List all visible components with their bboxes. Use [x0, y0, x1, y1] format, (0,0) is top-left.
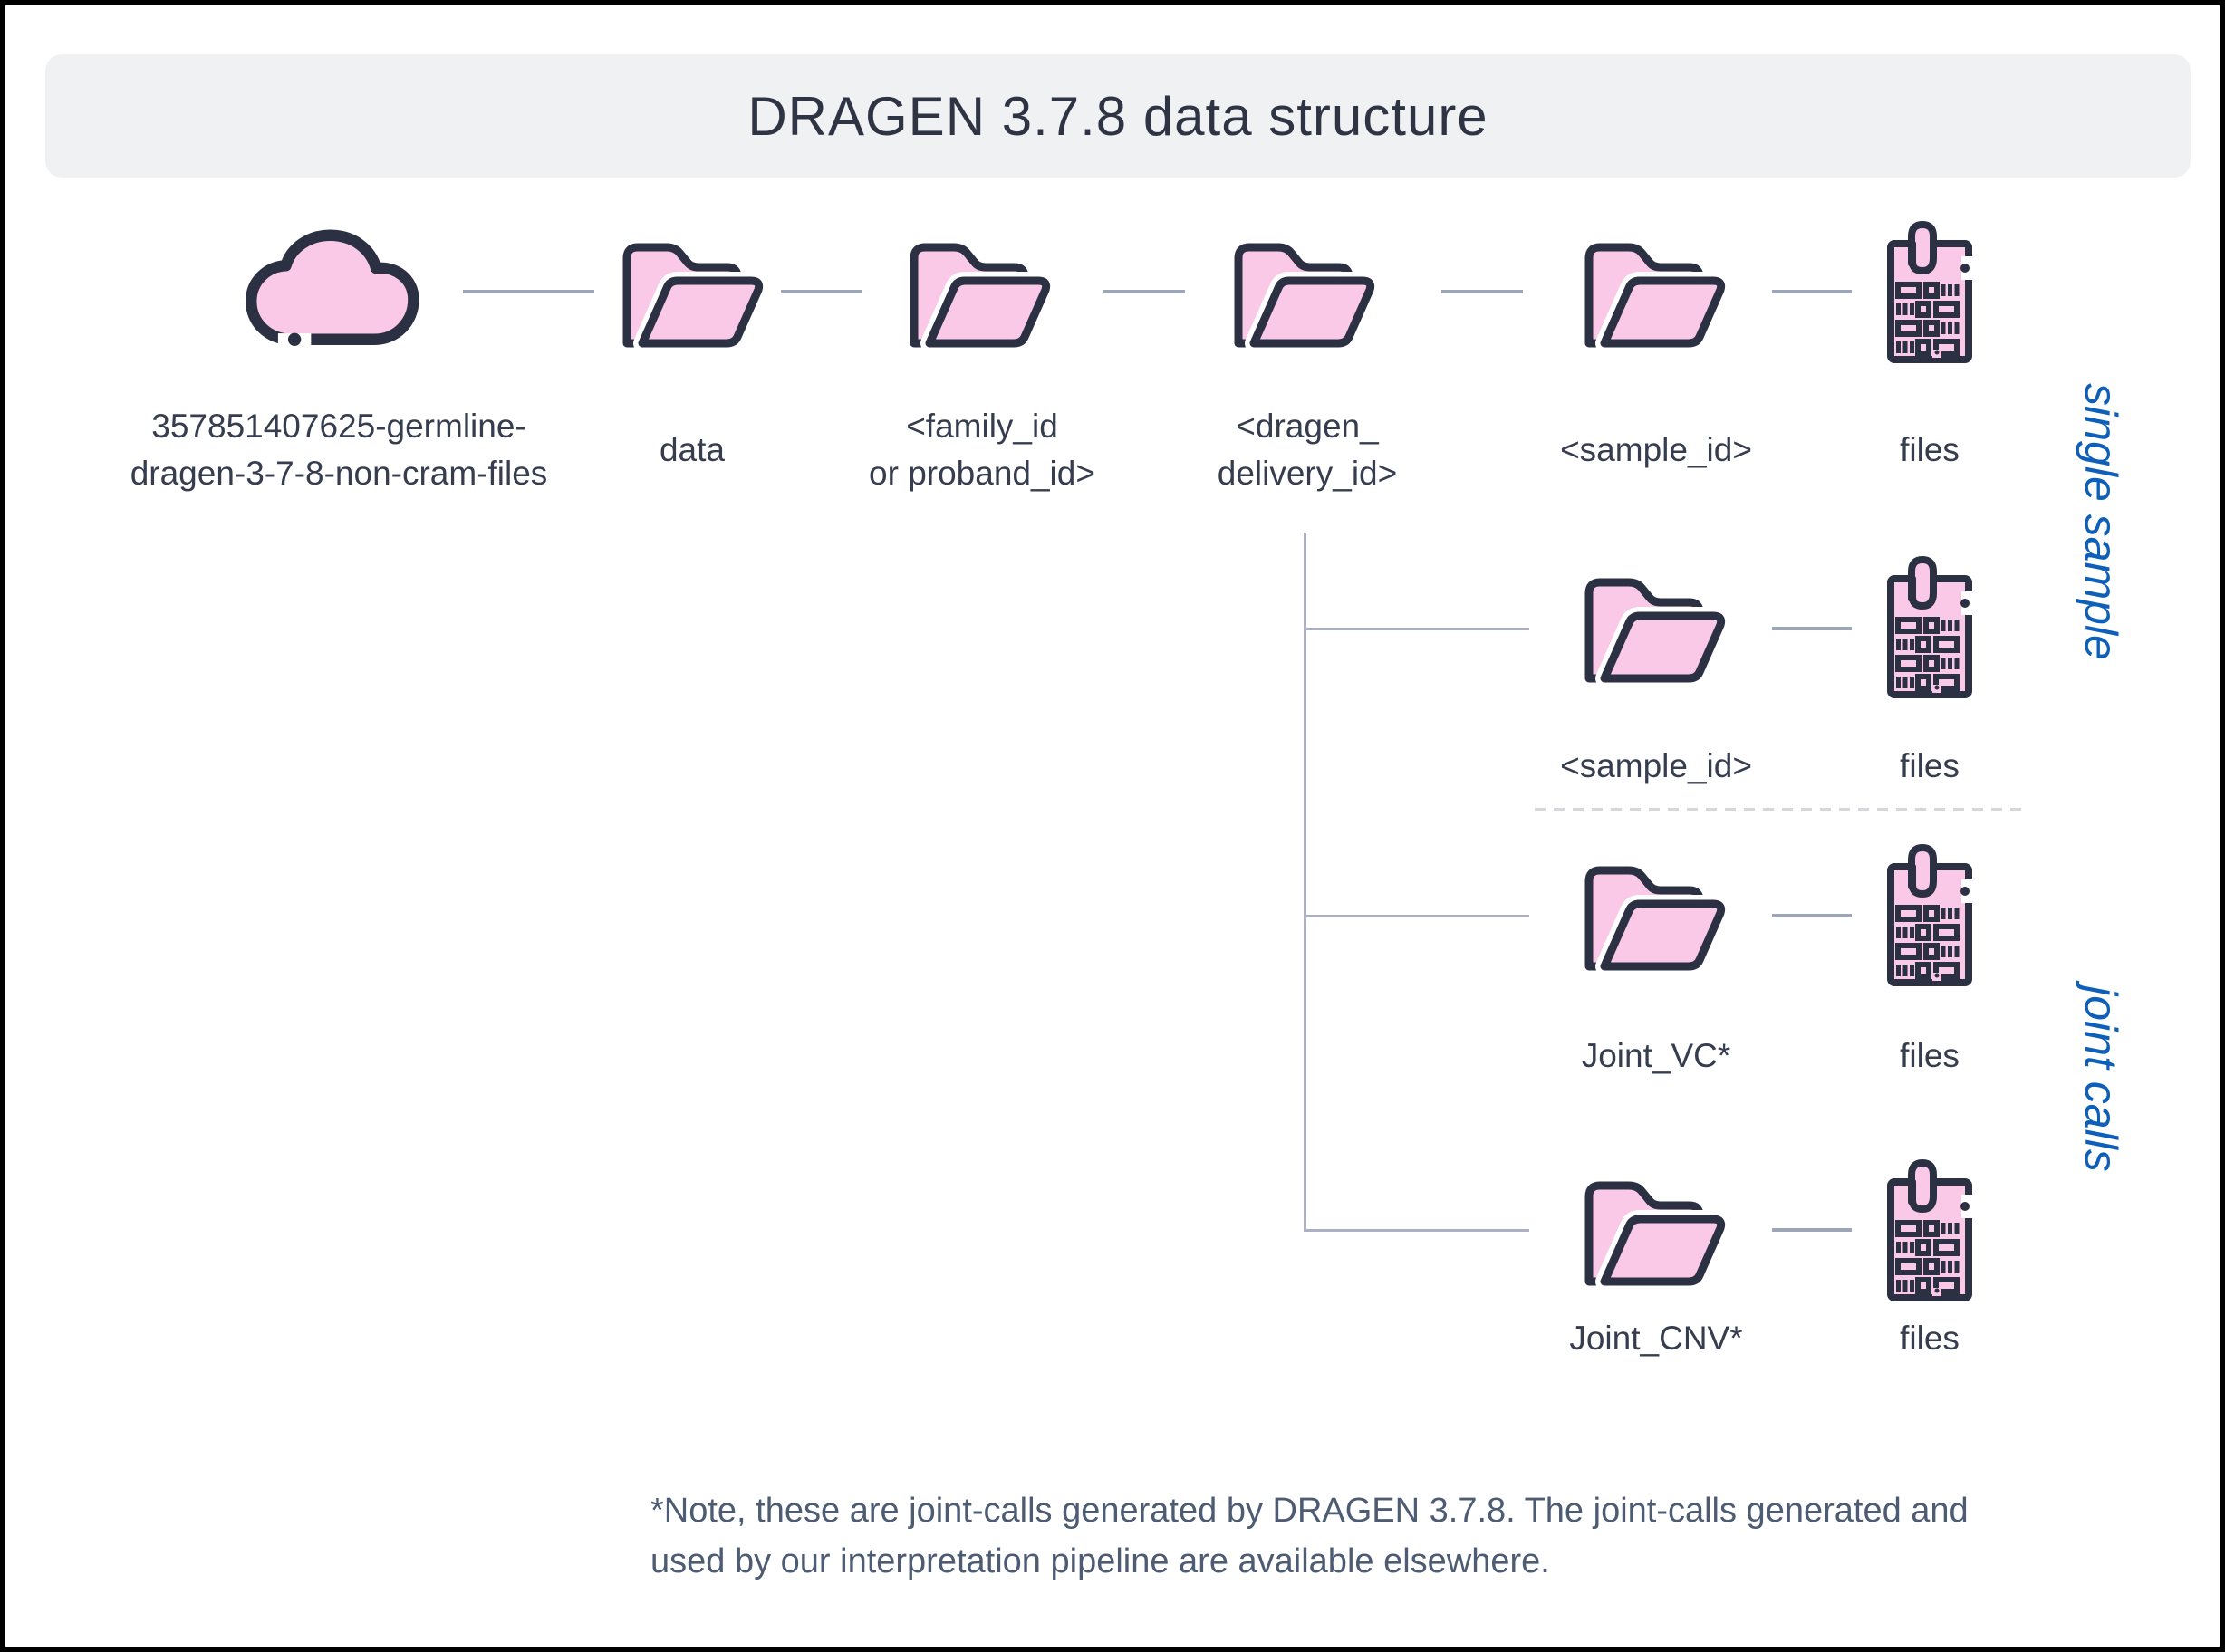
- family-folder-icon: [902, 234, 1056, 351]
- joint-calls-side-label: joint calls: [2076, 985, 2126, 1172]
- data-folder-icon: [615, 234, 769, 351]
- cloud-bucket-icon: [235, 223, 443, 363]
- footnote-line1: *Note, these are joint-calls generated b…: [650, 1492, 1969, 1530]
- joint-cnv-folder-label: Joint_CNV*: [1569, 1320, 1743, 1357]
- sample-folder-label: <sample_id>: [1560, 431, 1752, 468]
- connector-jointcnv-files: [1772, 1228, 1852, 1232]
- family-folder-label: <family_id or proband_id>: [869, 408, 1095, 492]
- connector-sample-files: [1772, 290, 1852, 293]
- connector-data-family: [781, 290, 862, 293]
- files-label: files: [1900, 431, 1960, 468]
- dragen-folder-label: <dragen_ delivery_id>: [1217, 408, 1398, 492]
- sample-folder-icon: [1577, 234, 1731, 351]
- sample2-files-icon: [1880, 552, 1979, 706]
- connector-jointvc-files: [1772, 914, 1852, 917]
- sample2-files-label: files: [1900, 747, 1960, 784]
- branch-line-sample2: [1305, 628, 1529, 630]
- joint-cnv-files-icon: [1880, 1155, 1979, 1309]
- joint-cnv-files-label: files: [1900, 1320, 1960, 1357]
- title-bar: DRAGEN 3.7.8 data structure: [45, 54, 2191, 178]
- joint-cnv-folder-icon: [1577, 1172, 1731, 1290]
- dragen-folder-icon: [1227, 234, 1381, 351]
- bucket-label: 357851407625-germline- dragen-3-7-8-non-…: [103, 400, 574, 500]
- joint-vc-folder-label: Joint_VC*: [1581, 1037, 1731, 1074]
- footnote-line2: used by our interpretation pipeline are …: [650, 1542, 1550, 1580]
- data-folder-label: data: [659, 431, 725, 468]
- joint-vc-files-label: files: [1900, 1037, 1960, 1074]
- page-title: DRAGEN 3.7.8 data structure: [747, 85, 1488, 147]
- bucket-label-line1: 357851407625-germline-: [151, 408, 526, 445]
- sample2-folder-icon: [1577, 569, 1731, 687]
- files-document-icon: [1880, 216, 1979, 370]
- branch-line-joint-cnv: [1305, 1229, 1529, 1232]
- joint-vc-folder-icon: [1577, 857, 1731, 975]
- connector-cloud-data: [463, 290, 594, 293]
- connector-family-dragen: [1103, 290, 1185, 293]
- section-divider-dashed-line: [1535, 808, 2028, 811]
- connector-dragen-sample: [1441, 290, 1523, 293]
- tree-trunk-line: [1304, 533, 1306, 1232]
- branch-line-joint-vc: [1305, 915, 1529, 917]
- single-sample-side-label: single sample: [2076, 383, 2126, 660]
- bucket-label-line2: dragen-3-7-8-non-cram-files: [130, 455, 548, 492]
- joint-vc-files-icon: [1880, 840, 1979, 994]
- connector-sample2-files: [1772, 627, 1852, 630]
- footnote: *Note, these are joint-calls generated b…: [650, 1485, 2136, 1587]
- sample2-folder-label: <sample_id>: [1560, 747, 1752, 784]
